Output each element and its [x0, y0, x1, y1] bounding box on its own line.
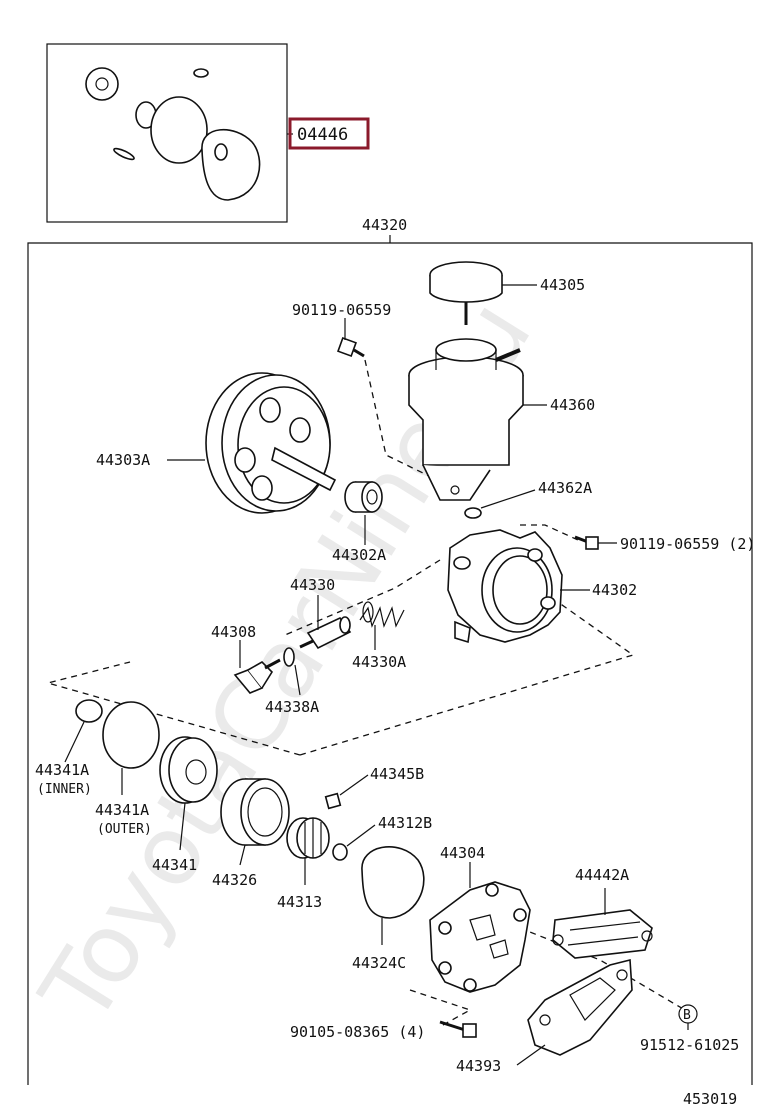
kit-highlight-frame — [288, 117, 370, 150]
cam-ring: 44326 — [212, 778, 290, 889]
callout-44341A-outer: 44341A — [95, 801, 149, 819]
o-ring-44362A: 44362A — [464, 479, 592, 519]
kit-label: 04446 — [297, 125, 348, 145]
vane: 44345B — [324, 765, 424, 810]
callout-44324C: 44324C — [352, 954, 406, 972]
seal-kit-box: 04446 — [46, 43, 370, 223]
kit-bearing — [85, 67, 119, 101]
snap-ring: 44312B — [332, 814, 432, 861]
bolt-90105: 90105-08365 (4) — [290, 1020, 477, 1041]
callout-44341A-inner: 44341A — [35, 761, 89, 779]
pulley: 44303A — [96, 372, 337, 514]
callout-inner-note: (INNER) — [37, 782, 92, 797]
union-fitting: 44308 — [211, 623, 281, 694]
upper-bracket: 44442A — [552, 866, 653, 959]
callout-90119-06559-top: 90119-06559 — [292, 301, 391, 319]
figure-number: 453019 — [683, 1090, 737, 1108]
reservoir-tank: 44360 — [408, 338, 595, 501]
bolt-90119-top: 90119-06559 — [292, 301, 391, 358]
marker-b-letter: B — [683, 1008, 691, 1023]
o-ring-inner: 44341A (INNER) — [35, 699, 103, 797]
reservoir-cap: 44305 — [429, 261, 585, 325]
callout-91512-61025: 91512-61025 — [640, 1036, 739, 1054]
callout-44326: 44326 — [212, 871, 257, 889]
pump-housing: 44302 — [447, 529, 637, 644]
callout-44313: 44313 — [277, 893, 322, 911]
side-plate: 44341 — [152, 736, 218, 874]
callout-44338A: 44338A — [265, 698, 319, 716]
callout-44302: 44302 — [592, 581, 637, 599]
o-ring-outer: 44341A (OUTER) — [95, 701, 160, 837]
callout-44303A: 44303A — [96, 451, 150, 469]
callout-44341: 44341 — [152, 856, 197, 874]
rotor: 44313 — [277, 817, 330, 911]
callout-44360: 44360 — [550, 396, 595, 414]
callout-90119-06559-2: 90119-06559 (2) — [620, 535, 755, 553]
assembly-label: 44320 — [362, 216, 407, 234]
o-ring-44338A: 44338A — [265, 647, 319, 716]
callout-44312B: 44312B — [378, 814, 432, 832]
callout-44330A: 44330A — [352, 653, 406, 671]
lower-bracket: 44393 — [456, 958, 633, 1075]
callout-44362A: 44362A — [538, 479, 592, 497]
callout-44345B: 44345B — [370, 765, 424, 783]
marker-b: B 91512-61025 — [640, 1004, 739, 1054]
callout-44302A: 44302A — [332, 546, 386, 564]
callout-44308: 44308 — [211, 623, 256, 641]
callout-90105-08365: 90105-08365 (4) — [290, 1023, 425, 1041]
callout-44304: 44304 — [440, 844, 485, 862]
callout-outer-note: (OUTER) — [97, 822, 152, 837]
callout-44305: 44305 — [540, 276, 585, 294]
callout-44442A: 44442A — [575, 866, 629, 884]
valve-spring: 44330A — [352, 601, 406, 671]
callout-44393: 44393 — [456, 1057, 501, 1075]
bolt-90119-right: 90119-06559 (2) — [574, 535, 755, 553]
flow-control-valve: 44330 — [290, 576, 352, 650]
gasket: 44324C — [352, 846, 425, 972]
rear-housing: 44304 — [429, 844, 531, 993]
assembly-frame: 44320 — [27, 216, 753, 1085]
bearing: 44302A — [332, 481, 386, 564]
callout-44330: 44330 — [290, 576, 335, 594]
